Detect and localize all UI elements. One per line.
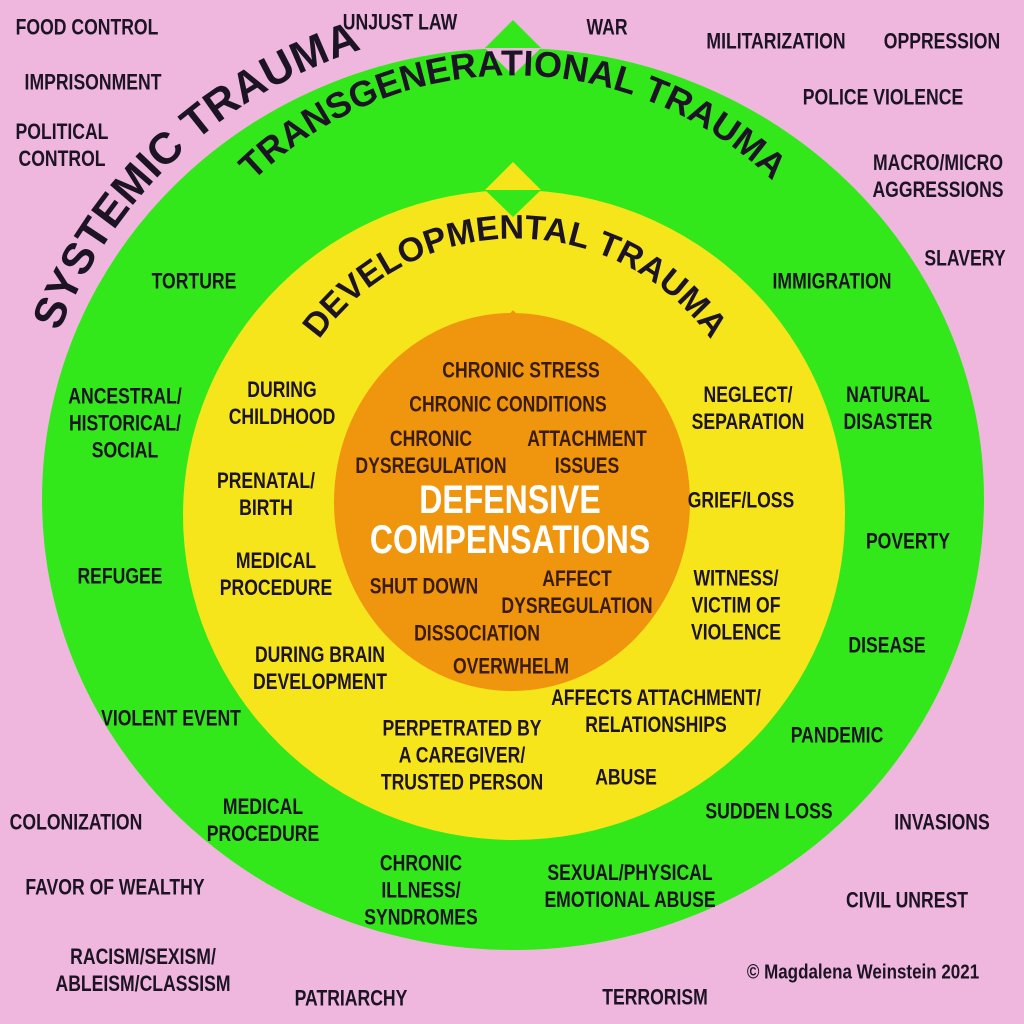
transgenerational-item: DISEASE	[848, 632, 926, 658]
up-triangle-marker	[485, 20, 541, 48]
systemic-item: UNJUST LAW	[342, 9, 458, 35]
developmental-item: MEDICAL PROCEDURE	[219, 548, 333, 600]
core-item: CHRONIC DYSREGULATION	[355, 426, 507, 478]
systemic-item: FOOD CONTROL	[15, 14, 159, 40]
core-item: CHRONIC STRESS	[442, 357, 600, 383]
transgenerational-item: REFUGEE	[77, 563, 163, 589]
transgenerational-item: SUDDEN LOSS	[705, 798, 833, 824]
developmental-item: PRENATAL/ BIRTH	[216, 468, 316, 520]
systemic-item: RACISM/SEXISM/ ABLEISM/CLASSISM	[55, 944, 231, 996]
transgenerational-item: ANCESTRAL/ HISTORICAL/ SOCIAL	[68, 383, 182, 463]
core-item: ATTACHMENT ISSUES	[527, 426, 647, 478]
developmental-item: GRIEF/LOSS	[687, 487, 795, 513]
developmental-item: WITNESS/ VICTIM OF VIOLENCE	[691, 565, 781, 645]
copyright-notice: © Magdalena Weinstein 2021	[746, 961, 980, 984]
systemic-item: IMPRISONMENT	[24, 69, 162, 95]
systemic-item: MILITARIZATION	[706, 28, 846, 54]
developmental-item: DURING CHILDHOOD	[228, 377, 336, 429]
systemic-item: PATRIARCHY	[294, 985, 408, 1011]
transgenerational-item: IMMIGRATION	[772, 268, 892, 294]
developmental-item: AFFECTS ATTACHMENT/ RELATIONSHIPS	[551, 685, 761, 737]
core-circle	[334, 313, 690, 691]
core-item: DISSOCIATION	[414, 620, 540, 646]
transgenerational-item: PANDEMIC	[790, 722, 884, 748]
down-triangle-marker	[485, 190, 541, 217]
developmental-item: DURING BRAIN DEVELOPMENT	[253, 642, 387, 694]
core-item: CHRONIC CONDITIONS	[409, 391, 607, 417]
defensive-compensations-title: DEFENSIVE COMPENSATIONS	[369, 478, 651, 562]
developmental-item: ABUSE	[595, 764, 657, 790]
core-item: SHUT DOWN	[369, 573, 479, 599]
transgenerational-item: NATURAL DISASTER	[843, 382, 933, 434]
systemic-item: OPPRESSION	[883, 28, 1001, 54]
up-triangle-marker	[495, 310, 531, 330]
systemic-item: WAR	[586, 14, 628, 40]
transgenerational-item: VIOLENT EVENT	[101, 705, 241, 731]
up-triangle-marker	[485, 162, 541, 190]
systemic-item: FAVOR OF WEALTHY	[25, 874, 205, 900]
systemic-item: POLITICAL CONTROL	[15, 119, 109, 171]
systemic-item: POLICE VIOLENCE	[802, 84, 964, 110]
systemic-item: COLONIZATION	[9, 809, 143, 835]
developmental-item: NEGLECT/ SEPARATION	[691, 382, 805, 434]
systemic-item: TERRORISM	[602, 984, 708, 1010]
systemic-item: SLAVERY	[924, 245, 1006, 271]
systemic-item: INVASIONS	[894, 809, 990, 835]
transgenerational-item: CHRONIC ILLNESS/ SYNDROMES	[364, 850, 478, 930]
transgenerational-item: POVERTY	[865, 528, 951, 554]
core-item: OVERWHELM	[452, 653, 570, 679]
down-triangle-marker	[485, 48, 541, 75]
systemic-item: MACRO/MICRO AGGRESSIONS	[872, 150, 1004, 202]
transgenerational-item: TORTURE	[151, 268, 237, 294]
core-item: AFFECT DYSREGULATION	[501, 566, 653, 618]
developmental-item: PERPETRATED BY A CAREGIVER/ TRUSTED PERS…	[380, 715, 544, 795]
systemic-item: CIVIL UNREST	[846, 887, 968, 913]
transgenerational-item: MEDICAL PROCEDURE	[206, 794, 320, 846]
transgenerational-item: SEXUAL/PHYSICAL EMOTIONAL ABUSE	[544, 860, 716, 912]
